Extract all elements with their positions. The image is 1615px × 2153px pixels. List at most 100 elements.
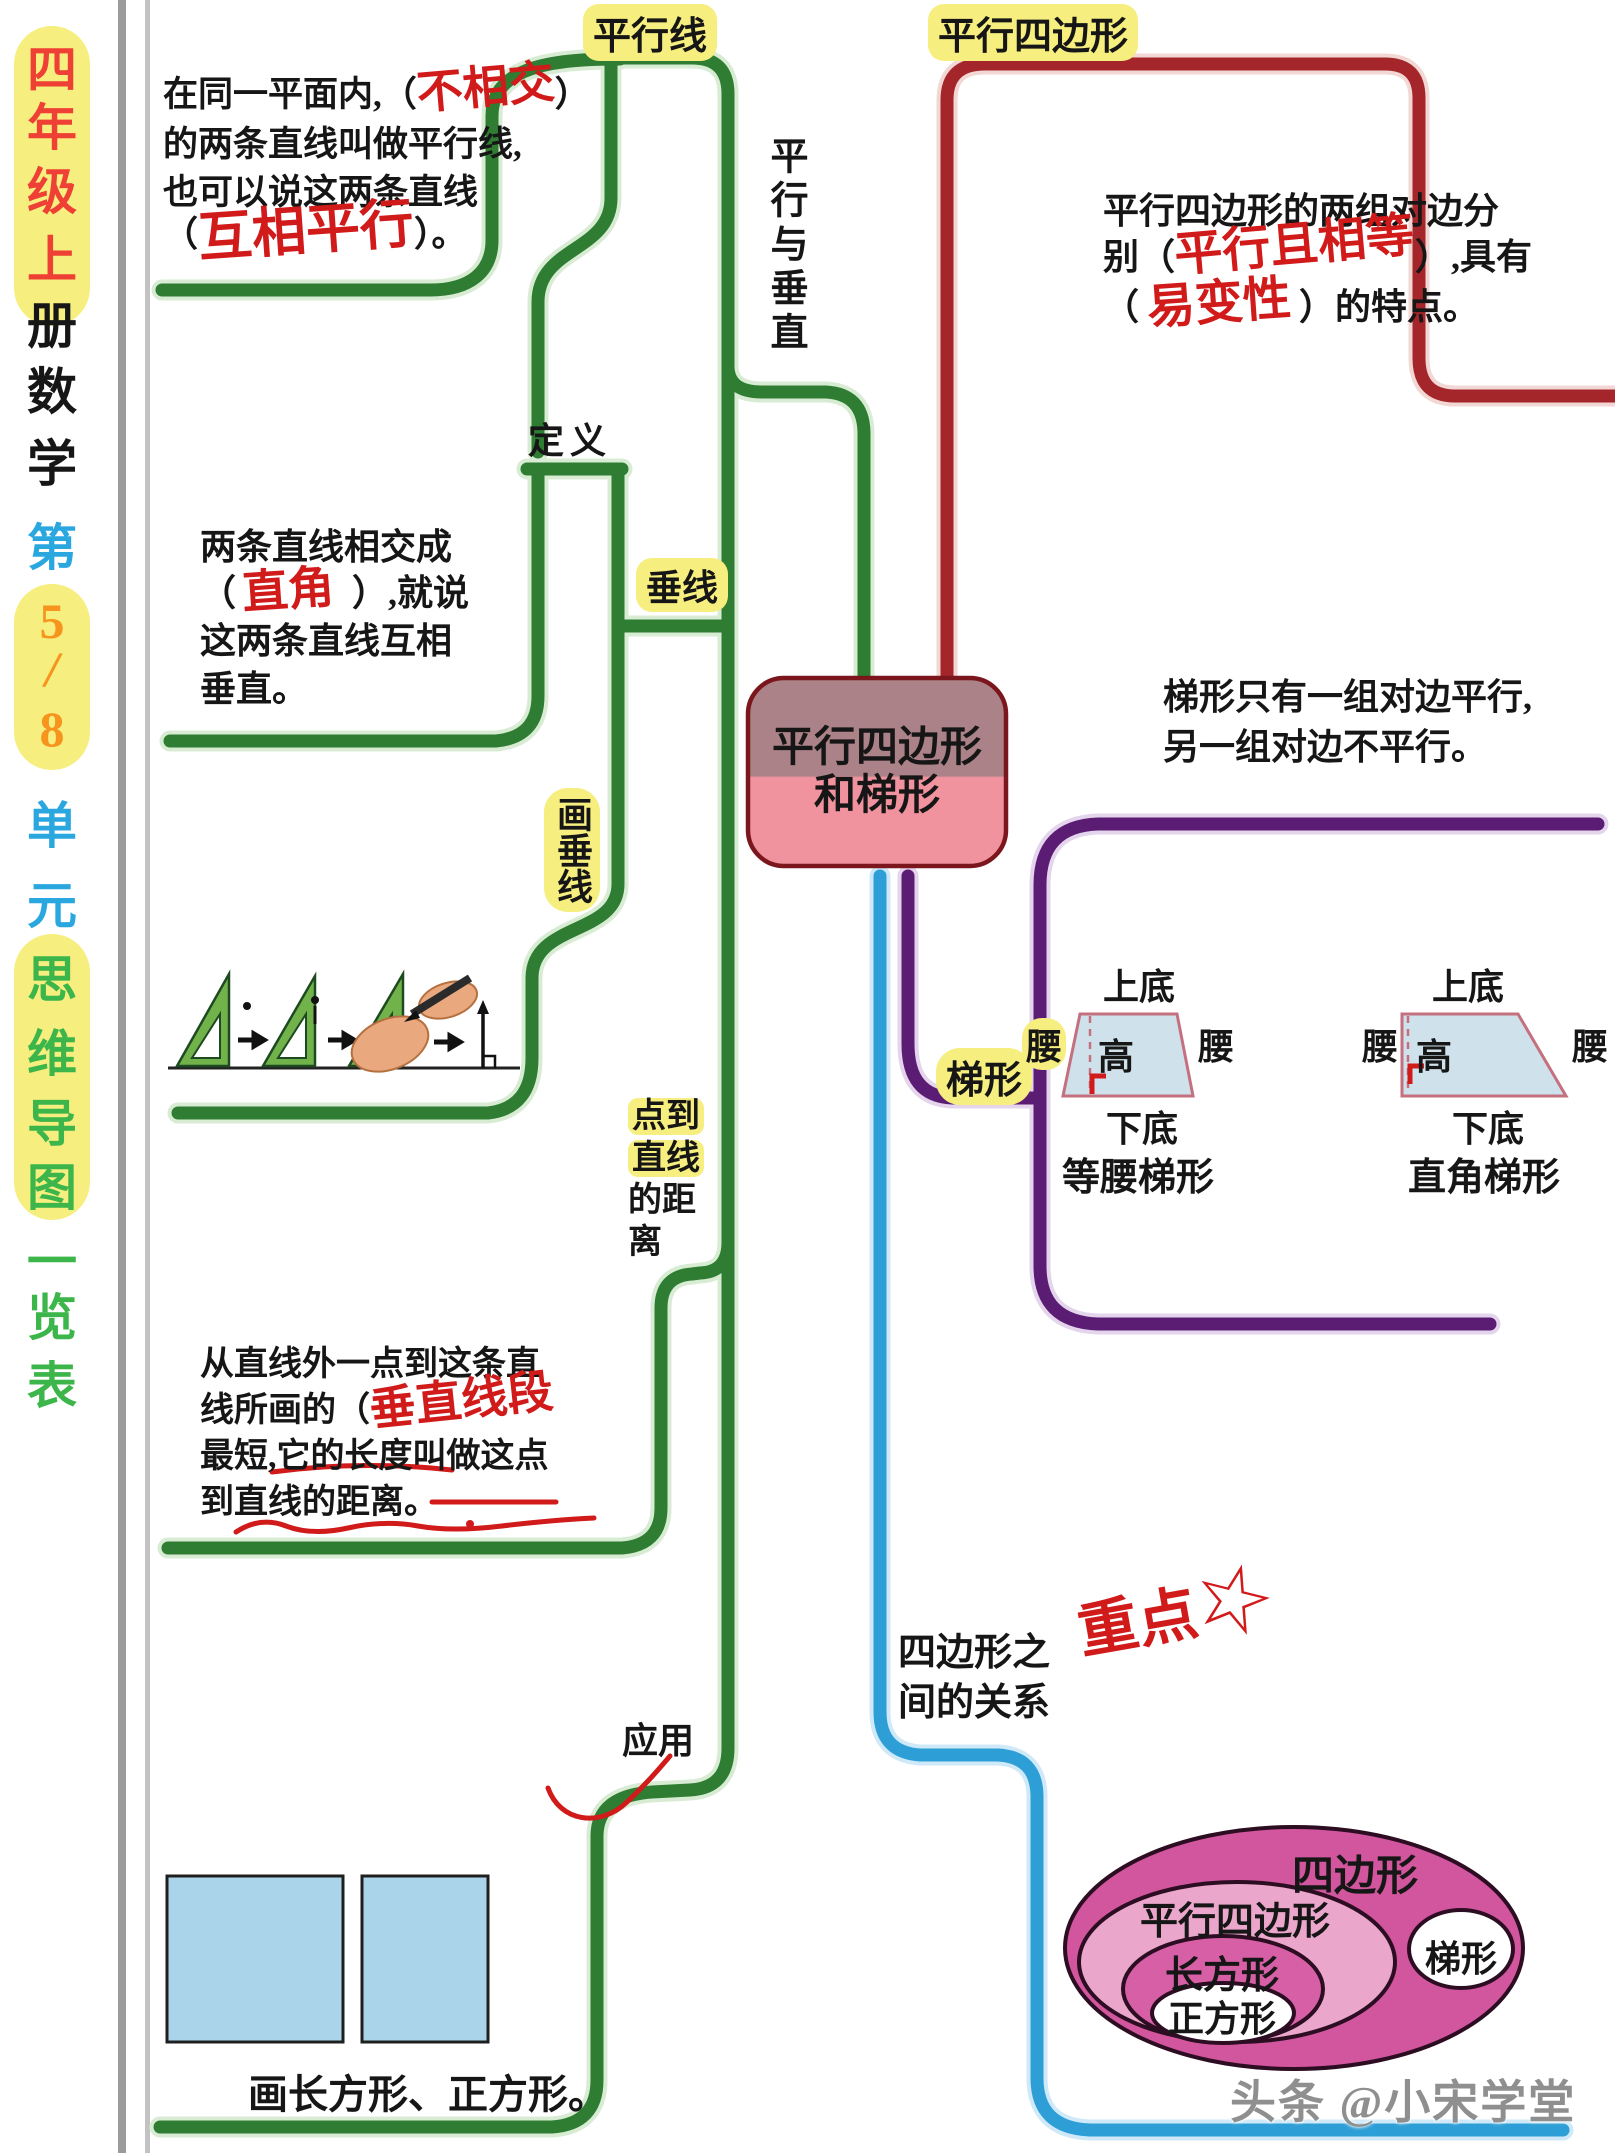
parallel-def-line1: 在同一平面内,（不相交） [163,56,590,119]
label-point-to-line-distance: 点到 直线 的距 离 [628,1096,704,1264]
print-text: （ [200,573,237,613]
venn-label-quadrilateral: 四边形 [1292,1854,1419,1900]
pencil-hand-icon [417,980,479,1020]
point-dot [243,1002,251,1010]
venn-label-rectangle: 长方形 [1165,1955,1280,1997]
ptl-def-line2: 线所画的（垂直线段 [200,1366,556,1436]
green-trunk-line [160,58,728,2127]
underline-length [269,1462,455,1475]
drawn-square [360,1874,490,2044]
venn-label-parallelogram: 平行四边形 [1140,1901,1331,1943]
title-highlight-3 [14,934,90,1220]
title-char: 学 [27,436,77,492]
venn-label-square: 正方形 [1168,1999,1277,2039]
fig2-left-leg-label: 腰 [1362,1027,1399,1067]
green-node-connector [728,366,864,684]
pgram-def-line1: 平行四边形的两组对边分 [1103,191,1500,231]
ptl-def-line4: 到直线的距离。 [200,1484,438,1521]
perp-def-line3: 这两条直线互相 [200,621,453,661]
print-text: ） [554,75,590,114]
label-parallel-lines: 平行线 [583,4,718,61]
hand-icon [350,1015,430,1073]
title-char: 8 [39,701,65,757]
root-node-title-line1: 平行四边形 [771,724,982,771]
isosceles-trapezoid-figure [1061,1012,1195,1098]
red-annotation-strokes [233,1462,673,1821]
venn-diagram [1063,1825,1525,2071]
relations-label-line2: 间的关系 [898,1682,1051,1724]
title-char: 四 [27,42,77,98]
right-angle-mark [1407,1063,1424,1084]
page-border-line-inner [145,0,150,2153]
print-text: （ [163,215,199,254]
fig1-top-label: 上底 [1103,967,1176,1007]
handwriting-answer: 易变性 [1145,271,1293,335]
root-node-box [745,675,1009,869]
important-handwriting: 重点 [1073,1580,1203,1666]
perp-def-line2: （直角）,就说 [200,562,469,619]
title-char: 导 [27,1096,77,1152]
parallelogram-branch [947,64,1615,686]
print-text: ）。 [414,215,467,254]
label-parallelogram-branch: 平行四边形 [928,4,1139,61]
print-text: 在同一平面内,（ [163,75,417,114]
title-char: / [45,641,59,697]
ptl-def-line1: 从直线外一点到这条直 [200,1346,540,1383]
root-node-title-line2: 和梯形 [813,773,940,819]
label-definition: 定义 [528,421,613,461]
label-row: 点到 [628,1098,704,1135]
fig1-height-label: 高 [1098,1037,1135,1077]
perp-def-line4: 垂直。 [200,669,309,709]
fig1-left-leg-label: 腰 [1022,1018,1067,1070]
label-application: 应用 [622,1721,695,1761]
right-angle-mark [1089,1073,1106,1094]
parallel-def-line3: 也可以说这两条直线 [163,173,479,212]
page-border-line-outer [118,0,126,2153]
handwriting-answer: 互相平行 [196,193,416,269]
application-check-swoosh [545,1753,673,1821]
drawn-rectangle [165,1874,345,2044]
set-square-illustration [168,969,520,1073]
title-char: 第 [27,520,77,576]
title-char: 览 [27,1290,77,1346]
label-row: 离 [628,1224,662,1261]
label-row: 的距 [628,1182,696,1219]
label-row: 直线 [628,1140,704,1177]
title-char: 一 [27,1234,77,1290]
title-char: 单 [27,798,77,854]
trap-def-line2: 另一组对边不平行。 [1163,727,1488,767]
pencil-icon [409,974,473,1018]
fig2-height-label: 高 [1416,1037,1453,1077]
print-text: 别（ [1103,237,1176,277]
title-char: 上 [27,232,77,288]
watermark: 头条 @小宋学堂 [1230,2077,1577,2128]
title-highlight-1 [14,26,90,326]
title-char: 表 [27,1358,77,1414]
step-arrows [238,1029,465,1053]
label-perpendicular-line: 垂线 [636,558,729,612]
perp-def-line1: 两条直线相交成 [200,527,453,567]
print-text: ）,具有 [1415,237,1533,277]
title-char: 5 [39,593,65,649]
print-text: （ [1103,287,1140,327]
relations-label-line1: 四边形之 [898,1632,1051,1674]
title-char: 数 [27,364,77,420]
fig1-right-leg-label: 腰 [1198,1027,1235,1067]
root-node: 平行四边形 和梯形 [748,678,1006,866]
handwriting-answer: 不相交 [414,56,557,119]
right-trapezoid-figure [1400,1012,1569,1098]
venn-square-ellipse [1150,1981,1296,2045]
venn-trapezoid-ellipse [1407,1908,1515,1990]
application-caption: 画长方形、正方形。 [248,2072,608,2117]
fig2-bottom-label: 下底 [1452,1109,1525,1149]
venn-label-trapezoid: 梯形 [1425,1939,1498,1979]
fig2-caption: 直角梯形 [1408,1157,1561,1199]
underline-distance-wavy [233,1515,597,1535]
label-trapezoid-branch: 梯形 [936,1048,1033,1105]
title-char: 元 [27,878,77,934]
print-text: ）的特点。 [1299,287,1480,327]
label-draw-perpendicular: 画垂线 [544,788,600,912]
fig2-top-label: 上底 [1432,967,1505,1007]
